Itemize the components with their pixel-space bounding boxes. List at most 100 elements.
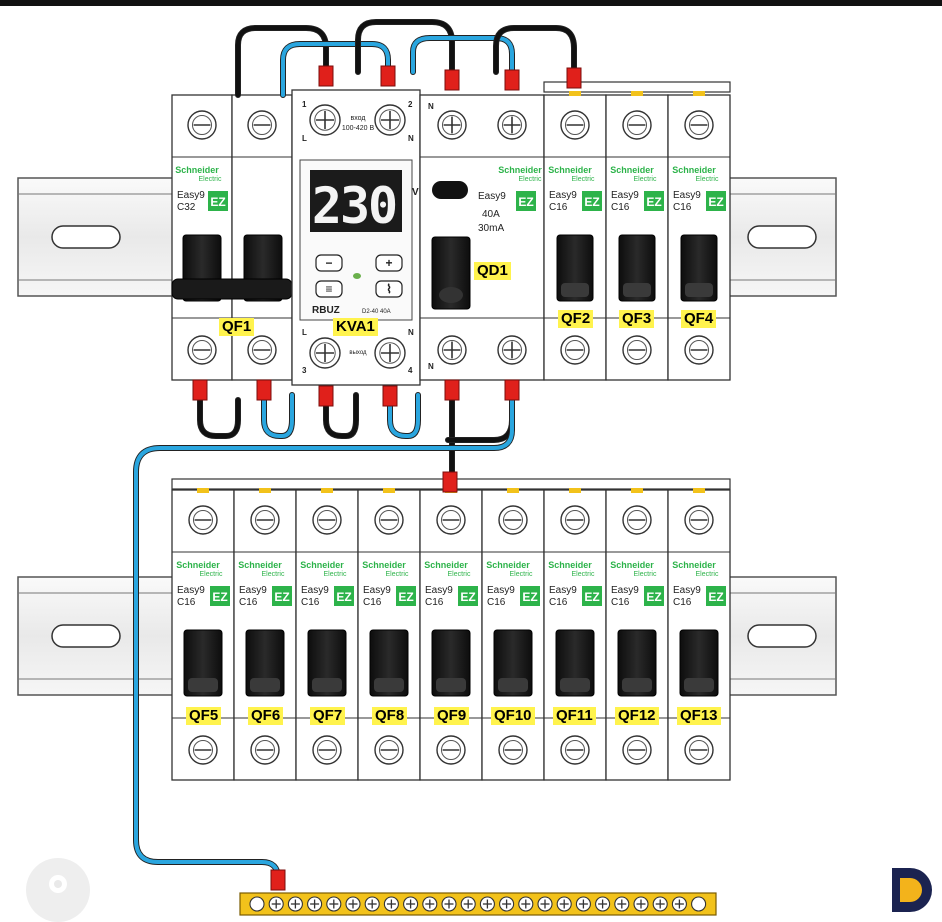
wire-ferrule bbox=[382, 385, 398, 407]
wire-ferrule bbox=[566, 67, 582, 89]
terminal-screw bbox=[560, 735, 590, 765]
breaker-handle-grip bbox=[436, 678, 466, 692]
rating-text: C16 bbox=[487, 597, 506, 608]
neutral-wire bbox=[134, 398, 514, 880]
series-text: Easy9 bbox=[478, 191, 506, 202]
relay-plus-button-glyph: + bbox=[385, 256, 392, 270]
relay-minus-button-glyph: − bbox=[325, 256, 332, 270]
series-text: Easy9 bbox=[549, 585, 577, 596]
label-qf10: QF10 bbox=[491, 707, 535, 725]
terminal-screw bbox=[309, 104, 341, 136]
brand-name: Schneider bbox=[610, 560, 654, 570]
rating-text: C16 bbox=[363, 597, 382, 608]
rcd-current: 40A bbox=[482, 209, 500, 220]
terminal-number: 1 bbox=[302, 100, 307, 109]
relay-model: RBUZ bbox=[312, 305, 340, 316]
terminal-screw bbox=[622, 505, 652, 535]
relay-menu-button bbox=[315, 280, 343, 298]
ez-badge bbox=[516, 191, 536, 211]
rcd-leak: 30mA bbox=[478, 223, 504, 234]
breaker-handle-grip bbox=[685, 283, 713, 297]
label-qf4: QF4 bbox=[681, 310, 717, 328]
wire-ferrule bbox=[270, 869, 286, 891]
label-qf1: QF1 bbox=[219, 318, 255, 336]
comb-tooth bbox=[507, 488, 519, 493]
rating-text: C16 bbox=[549, 202, 568, 213]
neutral-busbar bbox=[239, 892, 717, 916]
terminal-screw bbox=[497, 335, 527, 365]
series-text: Easy9 bbox=[611, 585, 639, 596]
terminal-screw bbox=[374, 735, 404, 765]
brand-sub: Electric bbox=[199, 176, 222, 183]
terminal-screw bbox=[497, 110, 527, 140]
terminal-screw bbox=[684, 110, 714, 140]
brand-name: Schneider bbox=[672, 560, 716, 570]
brand-sub: Electric bbox=[200, 571, 223, 578]
breaker-handle-grip bbox=[622, 678, 652, 692]
neutral-wire bbox=[262, 393, 294, 438]
label-qf2: QF2 bbox=[558, 310, 594, 328]
rating-text: C16 bbox=[673, 597, 692, 608]
brand-sub: Electric bbox=[324, 571, 347, 578]
ez-badge bbox=[208, 191, 228, 211]
comb-tooth bbox=[631, 488, 643, 493]
terminal-letter: N bbox=[408, 134, 414, 143]
relay-range: D2-40 40A bbox=[362, 309, 391, 315]
wire-ferrule bbox=[318, 385, 334, 407]
terminal-screw bbox=[437, 110, 467, 140]
din-rail-slot bbox=[51, 624, 121, 648]
terminal-screw bbox=[622, 335, 652, 365]
wire-ferrule bbox=[380, 65, 396, 87]
series-text: Easy9 bbox=[549, 190, 577, 201]
label-qf8: QF8 bbox=[372, 707, 408, 725]
series-text: Easy9 bbox=[177, 190, 205, 201]
rating-text: C16 bbox=[673, 202, 692, 213]
relay-caption: 100-420 В bbox=[342, 125, 375, 132]
rating-text: C16 bbox=[611, 597, 630, 608]
ez-badge-text: EZ bbox=[708, 590, 723, 604]
label-qf13: QF13 bbox=[677, 707, 721, 725]
phase-wire-outline bbox=[493, 25, 577, 75]
user-avatar-icon[interactable] bbox=[26, 858, 90, 922]
wire-ferrule bbox=[318, 65, 334, 87]
terminal-screw bbox=[498, 735, 528, 765]
label-qf9: QF9 bbox=[434, 707, 470, 725]
brand-sub: Electric bbox=[572, 571, 595, 578]
terminal-screw bbox=[684, 505, 714, 535]
wire-ferrule bbox=[192, 379, 208, 401]
terminal-letter: N bbox=[428, 102, 434, 111]
relay-menu-button-glyph: ≡ bbox=[325, 282, 332, 296]
rating-text: C32 bbox=[177, 202, 196, 213]
ez-badge-text: EZ bbox=[522, 590, 537, 604]
brand-name: Schneider bbox=[424, 560, 468, 570]
series-text: Easy9 bbox=[611, 190, 639, 201]
din-rail-slot bbox=[747, 225, 817, 249]
relay-led bbox=[353, 273, 361, 279]
wire-ferrule bbox=[444, 379, 460, 401]
app-logo-icon[interactable] bbox=[886, 862, 938, 918]
comb-tooth bbox=[631, 91, 643, 96]
wire-ferrule bbox=[444, 69, 460, 91]
rating-text: C16 bbox=[301, 597, 320, 608]
terminal-screw bbox=[312, 735, 342, 765]
series-text: Easy9 bbox=[487, 585, 515, 596]
rating-text: C16 bbox=[611, 202, 630, 213]
rating-text: C16 bbox=[239, 597, 258, 608]
comb-tooth bbox=[383, 488, 395, 493]
ez-badge bbox=[210, 586, 230, 606]
wire-ferrule bbox=[504, 69, 520, 91]
breaker-handle-grip bbox=[560, 678, 590, 692]
ez-badge-text: EZ bbox=[398, 590, 413, 604]
comb-tooth bbox=[259, 488, 271, 493]
phase-wire bbox=[236, 26, 328, 97]
brand-name: Schneider bbox=[548, 560, 592, 570]
terminal-screw bbox=[437, 335, 467, 365]
breaker-handle-grip bbox=[684, 678, 714, 692]
series-text: Easy9 bbox=[239, 585, 267, 596]
breaker-body bbox=[543, 489, 607, 781]
brand-name: Schneider bbox=[238, 560, 282, 570]
breaker-handle-grip bbox=[312, 678, 342, 692]
rating-text: C16 bbox=[425, 597, 444, 608]
label-qf7: QF7 bbox=[310, 707, 346, 725]
